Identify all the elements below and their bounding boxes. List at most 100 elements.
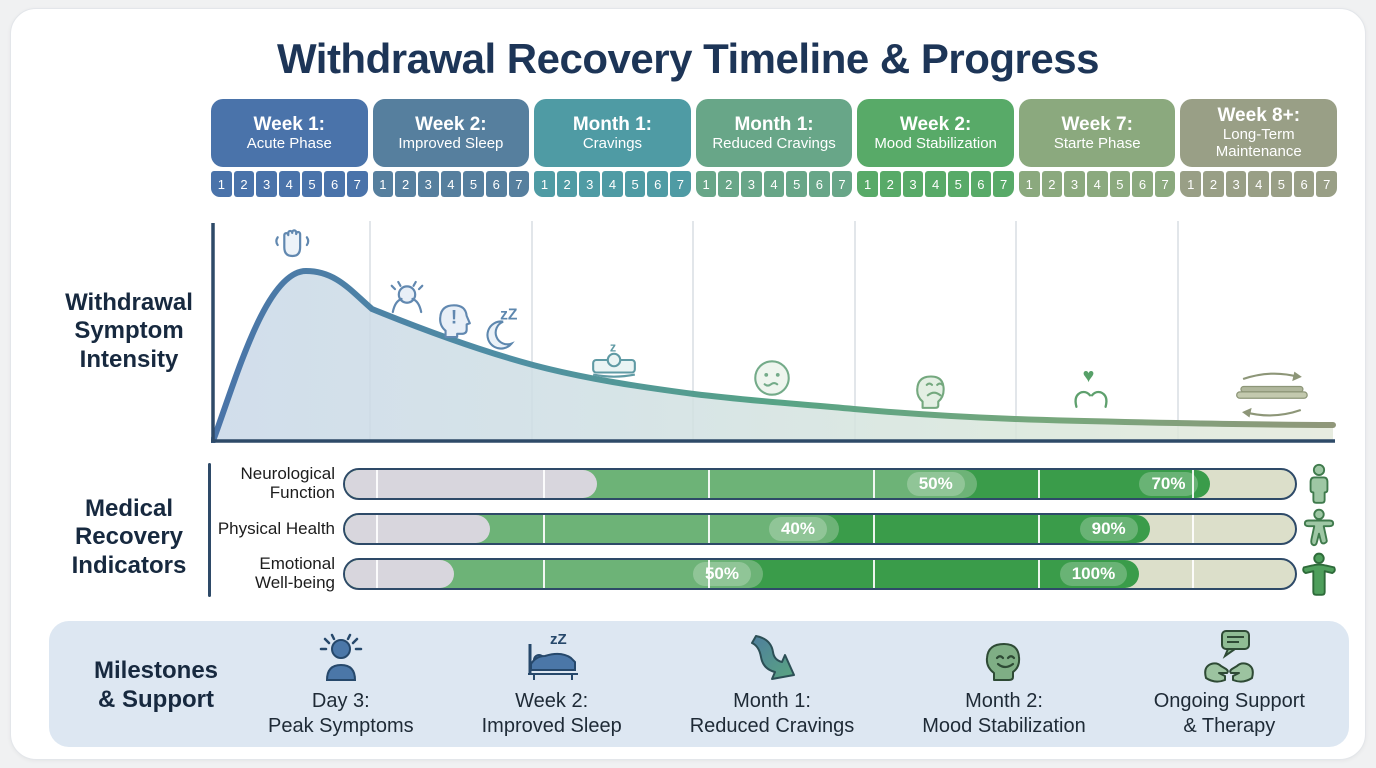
page-title: Withdrawal Recovery Timeline & Progress: [277, 35, 1099, 82]
indicators-divider: [208, 463, 211, 597]
sleep-bed-icon: zZ: [522, 629, 582, 685]
day-cell: 6: [970, 171, 992, 197]
symptom-section-label: Withdrawal Symptom Intensity: [65, 289, 193, 373]
day-cell: 4: [763, 171, 785, 197]
day-cell: 1: [372, 171, 394, 197]
track-tick: [873, 470, 876, 498]
indicator-label: Emotional Well-being: [254, 554, 335, 592]
milestone-caption-line2: Reduced Cravings: [689, 715, 855, 737]
day-cell: 3: [1225, 171, 1247, 197]
alert-head-icon: !: [439, 304, 471, 339]
symptom-curve: [211, 221, 1336, 443]
svg-text:zZ: zZ: [550, 631, 567, 648]
day-cell: 7: [993, 171, 1014, 197]
day-cell: 3: [741, 171, 762, 197]
milestones-band: Milestones & Support Day 3: Peak Symptoms…: [49, 621, 1349, 747]
tremor-hand-icon: [275, 229, 310, 258]
person-arms-out-icon: [1297, 508, 1341, 550]
milestone-caption-line1: Month 2:: [965, 690, 1043, 712]
day-cell: 3: [417, 171, 439, 197]
phase-subtitle: Mood Stabilization: [874, 134, 997, 152]
calm-head-icon: [978, 629, 1030, 685]
phase-subtitle: Reduced Cravings: [712, 134, 836, 152]
track-tick: [376, 470, 379, 498]
track-tick: [707, 515, 710, 543]
day-cell: 7: [1316, 171, 1338, 197]
phase-subtitle: Starte Phase: [1053, 134, 1141, 152]
neutral-face-icon: [754, 360, 790, 396]
curve-area-fill: [213, 271, 1333, 441]
symptom-intensity-chart: ! zZ z ♥: [211, 219, 1337, 443]
phase-title: Week 7:: [1061, 113, 1133, 135]
day-cell: 6: [324, 171, 345, 197]
milestone-caption-line1: Ongoing Support: [1153, 690, 1305, 712]
track-tick: [376, 560, 379, 588]
day-cell: 1: [1018, 171, 1040, 197]
day-cell: 5: [301, 171, 323, 197]
track-tick: [1192, 470, 1195, 498]
day-cell: 5: [463, 171, 484, 197]
day-cell: 4: [925, 171, 946, 197]
milestone-caption-line1: Month 1:: [733, 690, 811, 712]
track-tick: [1192, 560, 1195, 588]
day-cell: 1: [857, 171, 878, 197]
svg-text:z: z: [610, 341, 616, 355]
milestone-caption-line1: Day 3:: [311, 690, 370, 712]
progress-track: 50%100%: [343, 558, 1297, 590]
phase-title: Week 2:: [415, 113, 487, 135]
track-tick: [1037, 515, 1040, 543]
phase-subtitle: Long-Term Maintenance: [1215, 126, 1302, 160]
progress-track: 50%70%: [343, 468, 1297, 500]
day-cell: 7: [1154, 171, 1176, 197]
milestones-section-label: Milestones & Support: [93, 657, 219, 713]
day-cell: 4: [602, 171, 623, 197]
day-cell: 7: [346, 171, 368, 197]
track-tick: [542, 515, 545, 543]
phase-title: Week 8+:: [1217, 105, 1301, 127]
day-cell: 2: [1203, 171, 1224, 197]
day-cell: 7: [831, 171, 853, 197]
day-cell: 6: [485, 171, 507, 197]
milestone-caption-line2: Improved Sleep: [481, 715, 622, 737]
track-tick: [1037, 560, 1040, 588]
support-hands-icon: [1200, 629, 1258, 685]
indicator-label: Neurological Function: [240, 464, 336, 502]
phase-title: Month 1:: [572, 113, 653, 135]
maintenance-cycle-icon: [1236, 371, 1308, 418]
day-cell: 3: [256, 171, 277, 197]
phase-header: Month 1:Cravings: [534, 99, 691, 167]
phase-header: Week 2:Mood Stabilization: [857, 99, 1014, 167]
day-cell: 6: [1132, 171, 1153, 197]
day-cell: 5: [947, 171, 969, 197]
track-tick: [542, 470, 545, 498]
day-cell: 1: [534, 171, 555, 197]
milestone-caption-line2: Peak Symptoms: [268, 715, 414, 737]
progress-segment: [345, 515, 491, 543]
phase-subtitle: Improved Sleep: [398, 134, 504, 152]
person-standing-icon: [1297, 463, 1341, 505]
curve-stroke: [211, 267, 1336, 443]
day-cell: 2: [395, 171, 416, 197]
svg-text:!: !: [451, 307, 457, 328]
percent-label: 100%: [1059, 562, 1128, 586]
progress-track: 40%90%: [343, 513, 1297, 545]
infographic-card: Withdrawal Recovery Timeline & Progress …: [10, 8, 1366, 760]
phase-header: Week 2:Improved Sleep: [372, 99, 530, 167]
day-cell: 1: [1180, 171, 1202, 197]
milestone-item: Day 3: Peak Symptoms: [268, 629, 414, 739]
day-cell: 1: [695, 171, 717, 197]
day-cell: 4: [440, 171, 462, 197]
